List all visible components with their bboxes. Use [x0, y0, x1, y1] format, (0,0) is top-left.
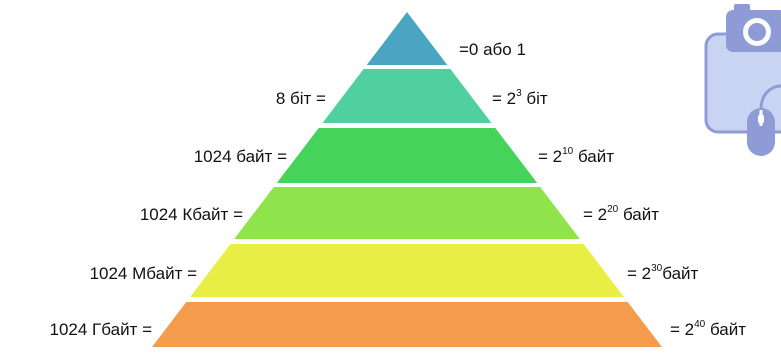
level-6-right-label: = 240 байт: [670, 320, 746, 340]
level-3-right-suffix: байт: [573, 147, 615, 166]
level-4-right-suffix: байт: [618, 205, 660, 224]
level-3-exponent: 10: [562, 146, 574, 158]
level-4-left-label: 1024 Кбайт =: [139, 205, 243, 224]
level-2-left-label: 8 біт =: [275, 89, 326, 108]
level-1-right-prefix: =0 або 1: [459, 40, 526, 59]
level-3-right-prefix: = 2: [538, 147, 563, 166]
pyramid-level-6: [152, 302, 662, 347]
level-4-right-prefix: = 2: [583, 205, 608, 224]
level-4-right-label: = 220 байт: [583, 205, 659, 225]
level-3-right-label: = 210 байт: [538, 147, 614, 167]
mouse-icon: [747, 84, 781, 156]
pyramid-level-2: [322, 69, 492, 123]
pyramid-level-1: [366, 12, 448, 65]
level-6-right-suffix: байт: [705, 320, 747, 339]
level-5-right-label: = 230байт: [627, 264, 698, 284]
decorative-icons: [704, 4, 781, 156]
camera-icon: [726, 4, 781, 52]
level-6-right-prefix: = 2: [670, 320, 695, 339]
pyramid-level-5: [190, 244, 624, 297]
level-6-exponent: 40: [694, 319, 706, 331]
level-2-right-label: = 23 біт: [492, 89, 548, 109]
level-2-right-suffix: біт: [521, 89, 548, 108]
level-1-right-label: =0 або 1: [459, 40, 526, 60]
level-2-right-prefix: = 2: [492, 89, 517, 108]
pyramid-level-3: [276, 128, 538, 183]
pyramid-level-4: [234, 187, 580, 239]
level-2-exponent: 3: [516, 88, 522, 100]
level-3-left-label: 1024 байт =: [193, 147, 287, 166]
level-4-exponent: 20: [607, 204, 619, 216]
level-6-left-label: 1024 Гбайт =: [49, 320, 152, 339]
level-5-left-label: 1024 Мбайт =: [89, 264, 197, 283]
level-5-right-prefix: = 2: [627, 264, 652, 283]
level-5-right-suffix: байт: [662, 264, 699, 283]
level-5-exponent: 30: [651, 263, 663, 275]
